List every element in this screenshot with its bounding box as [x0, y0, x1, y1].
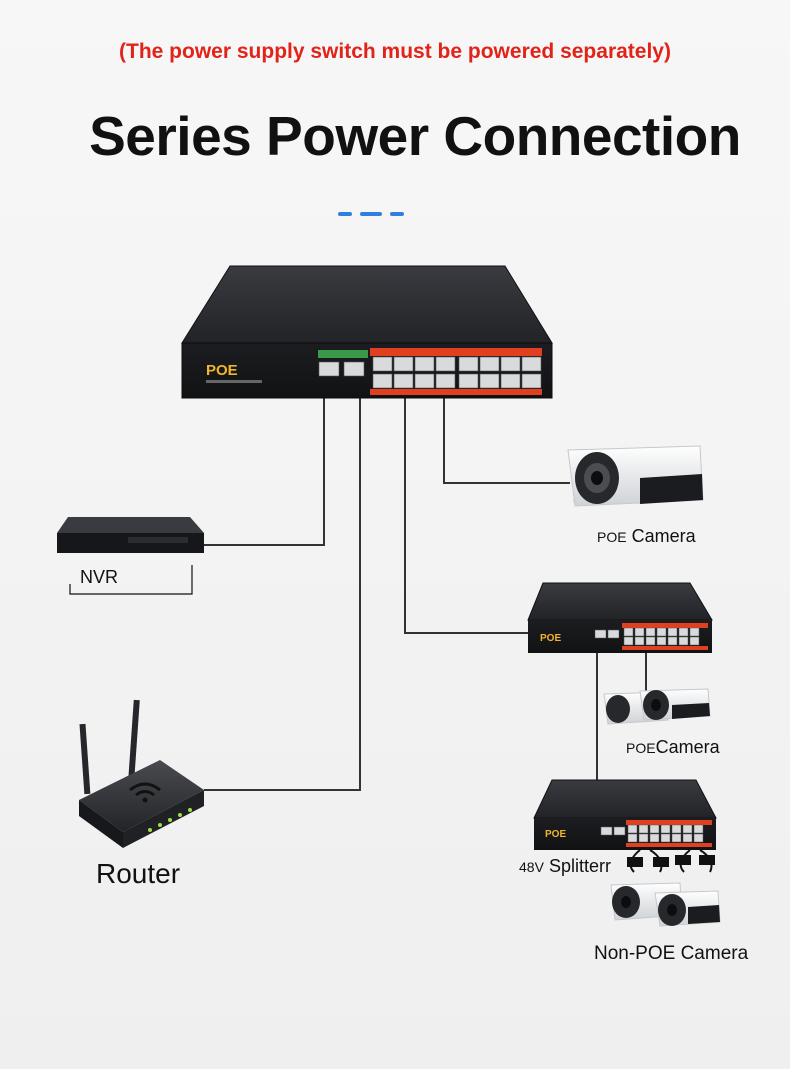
poe-camera2-prefix: POE	[626, 740, 656, 756]
poe-camera2-label: POECamera	[626, 737, 720, 758]
poe-camera-top	[567, 445, 704, 507]
nvr-label: NVR	[80, 567, 119, 587]
poe-switch-3: POE	[533, 779, 717, 850]
non-poe-camera-label: Non-POE Camera	[594, 943, 749, 964]
router-device	[79, 699, 204, 848]
cables	[204, 396, 647, 791]
nvr-label-line	[69, 565, 193, 595]
splitter-pair	[627, 849, 715, 873]
accent-dashes	[338, 212, 412, 230]
cable-to-camera	[443, 396, 570, 484]
cable-to-router	[204, 396, 361, 791]
poe-camera-pair	[603, 688, 711, 725]
poe-camera-label: POE Camera	[597, 526, 696, 547]
page-title: Series Power Connection	[89, 105, 741, 167]
switch-brand-2: POE	[540, 633, 561, 644]
cable-to-nvr	[204, 396, 325, 546]
poe-camera2-word: Camera	[655, 737, 720, 757]
switch-brand-3: POE	[545, 829, 566, 840]
switch-brand-main: POE	[206, 362, 238, 379]
poe-switch-2: POE	[527, 582, 713, 653]
nvr-device	[57, 517, 204, 553]
power-notice: (The power supply switch must be powered…	[119, 40, 671, 63]
splitter-word: Splitterr	[548, 856, 611, 876]
router-label: Router	[96, 858, 181, 889]
wifi-icon	[129, 782, 161, 797]
splitter-prefix: 48V	[519, 859, 544, 875]
non-poe-camera-pair	[610, 882, 721, 927]
cable-to-switch-2	[404, 396, 528, 634]
poe-camera-word: Camera	[631, 526, 696, 546]
splitter-label: 48V Splitterr	[519, 856, 611, 877]
poe-camera-prefix: POE	[597, 529, 627, 545]
main-poe-switch: POE	[181, 265, 553, 399]
